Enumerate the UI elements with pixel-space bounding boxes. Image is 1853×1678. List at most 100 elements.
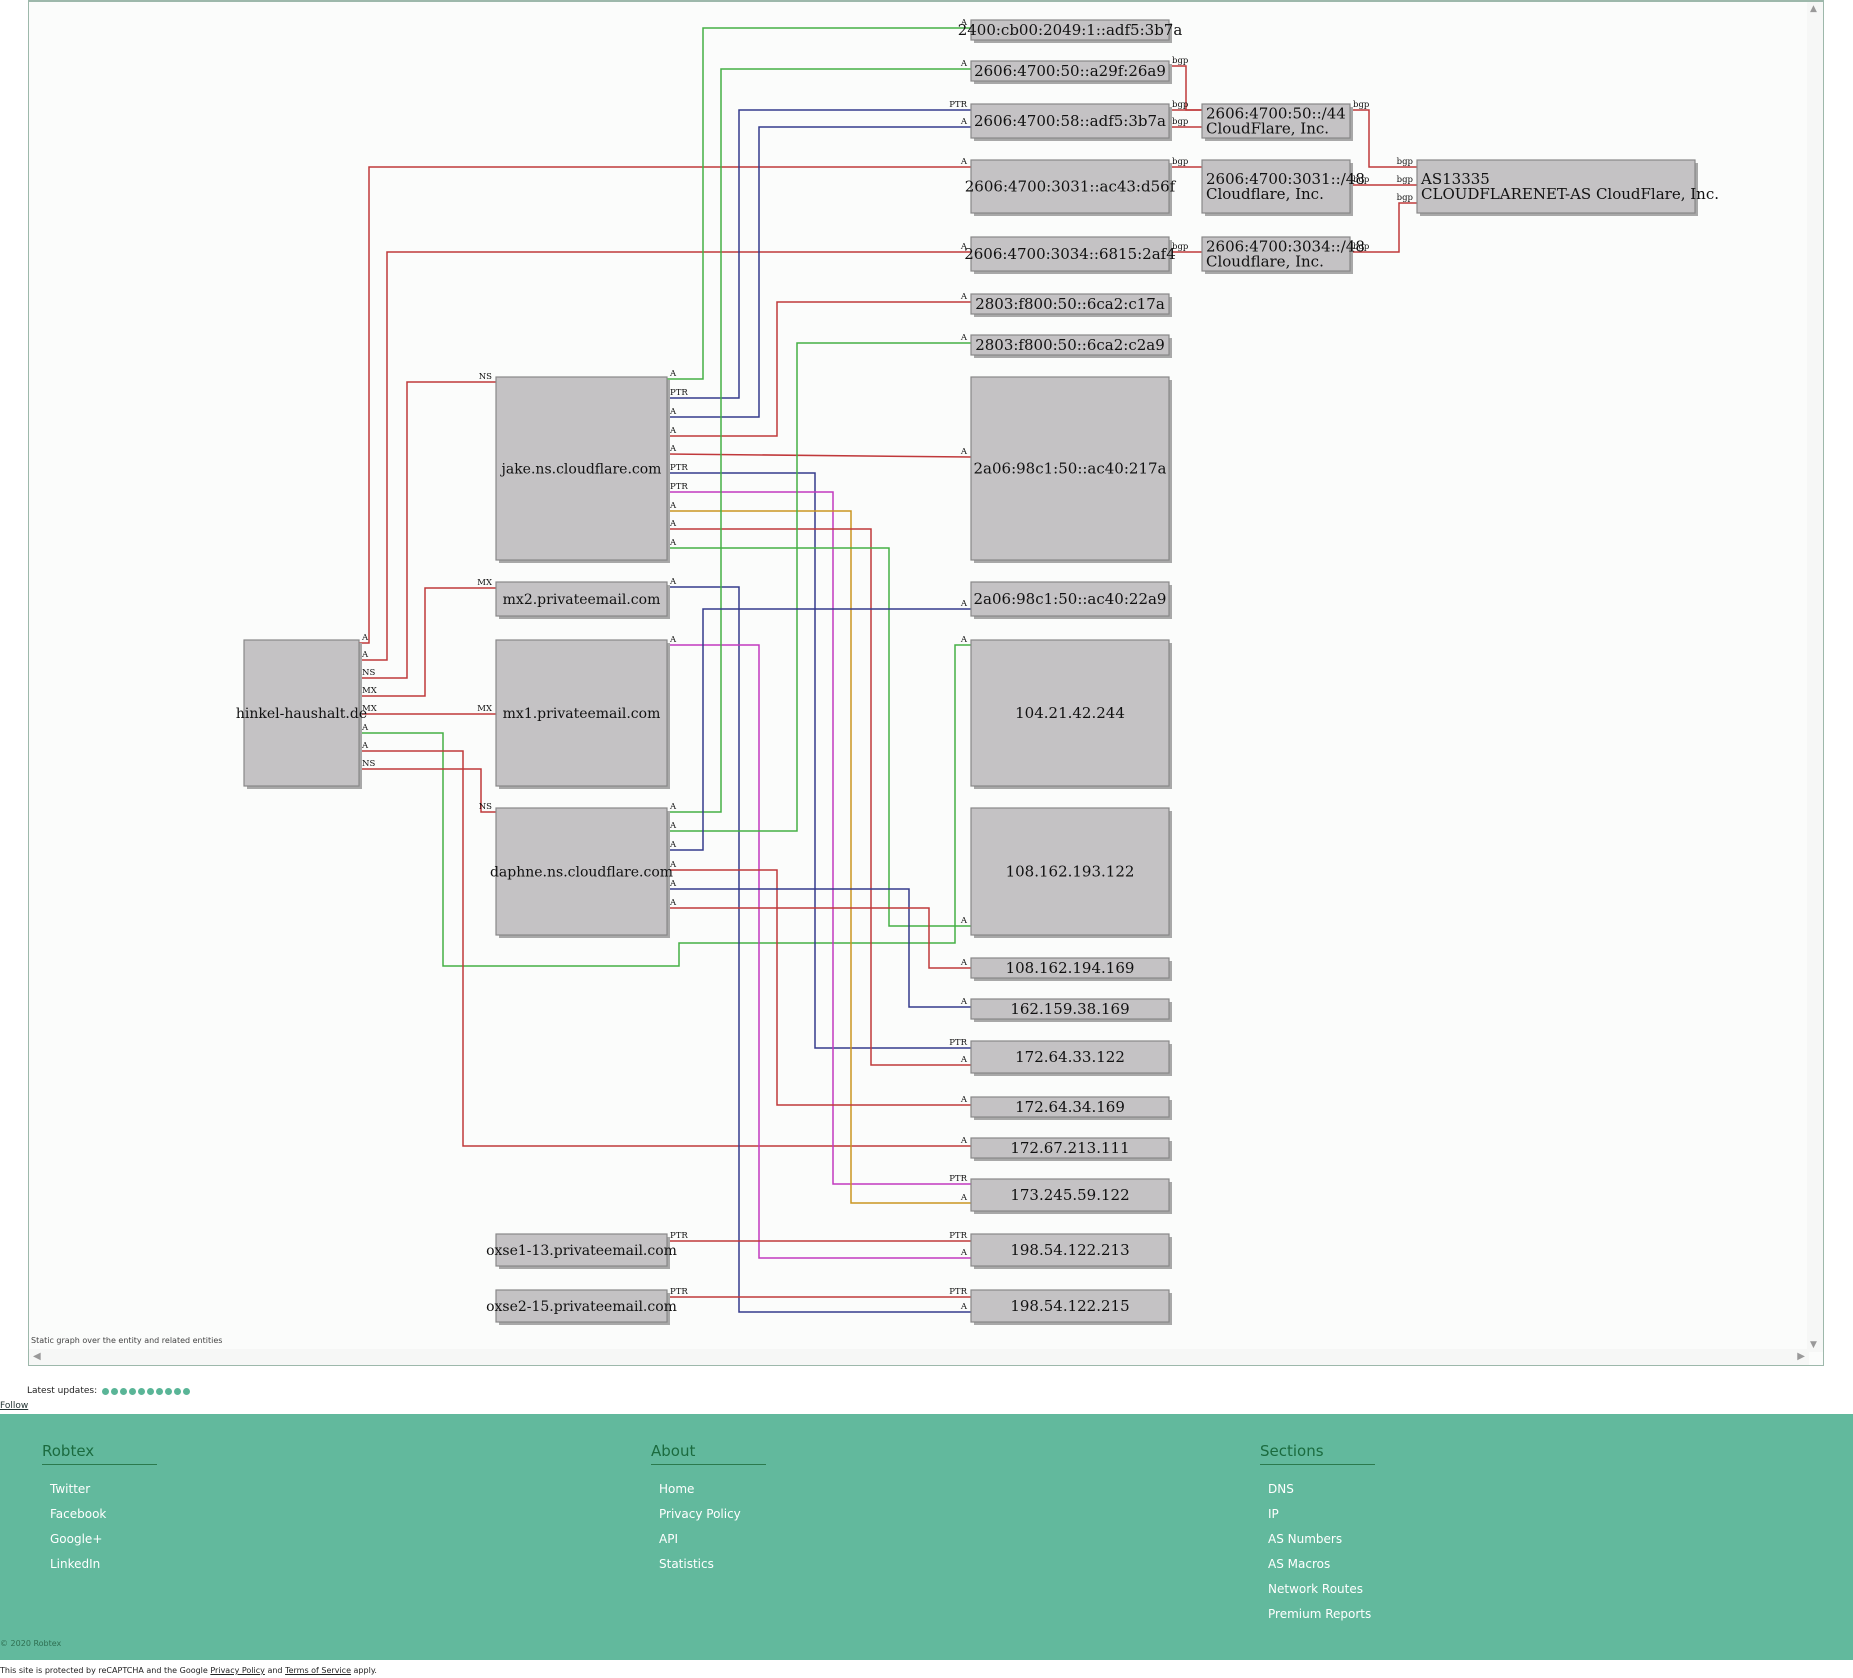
footer-link-api[interactable]: API [659, 1532, 678, 1546]
graph-node-oxse2[interactable]: oxse2-15.privateemail.com [486, 1289, 677, 1325]
node-box[interactable] [970, 807, 1170, 936]
node-box[interactable] [970, 1040, 1170, 1074]
update-dot[interactable] [147, 1387, 155, 1395]
update-dot[interactable] [165, 1387, 173, 1395]
update-dot[interactable] [183, 1387, 191, 1395]
update-dots[interactable] [102, 1387, 191, 1395]
graph-node-ip_172b[interactable]: 172.64.34.169 [970, 1096, 1172, 1120]
graph-caption: Static graph over the entity and related… [31, 1336, 223, 1345]
node-box[interactable] [970, 581, 1170, 617]
node-box[interactable] [495, 376, 668, 561]
update-dot[interactable] [120, 1387, 128, 1395]
graph-node-ip_3031[interactable]: 2606:4700:3031::ac43:d56f [965, 159, 1177, 216]
node-box[interactable] [970, 639, 1170, 787]
footer-link-facebook[interactable]: Facebook [50, 1507, 107, 1521]
graph-node-ip_58[interactable]: 2606:4700:58::adf5:3b7a [970, 103, 1172, 141]
footer-link-googleplus[interactable]: Google+ [50, 1532, 103, 1546]
graph-node-mx2[interactable]: mx2.privateemail.com [495, 581, 670, 619]
node-box[interactable] [970, 19, 1170, 41]
node-box[interactable] [970, 334, 1170, 356]
node-box[interactable] [970, 1096, 1170, 1118]
node-box[interactable] [970, 1178, 1170, 1212]
scroll-up-icon[interactable]: ▲ [1810, 4, 1817, 14]
graph-node-ip_108a[interactable]: 108.162.193.122 [970, 807, 1172, 938]
vertical-scrollbar[interactable]: ▲ ▼ [1807, 2, 1823, 1352]
update-dot[interactable] [129, 1387, 137, 1395]
node-box[interactable] [1416, 159, 1696, 214]
graph-node-ip_162[interactable]: 162.159.38.169 [970, 998, 1172, 1022]
node-box[interactable] [1201, 236, 1351, 272]
scroll-right-icon[interactable]: ▶ [1797, 1351, 1805, 1362]
node-box[interactable] [970, 1289, 1170, 1323]
footer-link-dns[interactable]: DNS [1268, 1482, 1294, 1496]
footer-link-as-numbers[interactable]: AS Numbers [1268, 1532, 1343, 1546]
update-dot[interactable] [156, 1387, 164, 1395]
node-box[interactable] [495, 639, 668, 787]
graph-node-ip_172c[interactable]: 172.67.213.111 [970, 1137, 1172, 1161]
graph-node-ip_172a[interactable]: 172.64.33.122 [970, 1040, 1172, 1076]
graph-node-ip_108b[interactable]: 108.162.194.169 [970, 957, 1172, 981]
graph-node-jake[interactable]: jake.ns.cloudflare.com [495, 376, 670, 563]
graph-node-oxse1[interactable]: oxse1-13.privateemail.com [486, 1233, 677, 1269]
edge-label-source: A [669, 407, 677, 417]
node-box[interactable] [970, 376, 1170, 561]
node-box[interactable] [970, 998, 1170, 1020]
graph-node-ip_198b[interactable]: 198.54.122.215 [970, 1289, 1172, 1325]
graph-node-daphne[interactable]: daphne.ns.cloudflare.com [490, 807, 673, 938]
graph-node-ip_3034[interactable]: 2606:4700:3034::6815:2af4 [964, 236, 1176, 274]
footer-link-network-routes[interactable]: Network Routes [1268, 1582, 1364, 1596]
graph-node-ip_22a9[interactable]: 2a06:98c1:50::ac40:22a9 [970, 581, 1172, 619]
footer-link-privacy-policy[interactable]: Privacy Policy [659, 1507, 741, 1521]
node-box[interactable] [970, 1233, 1170, 1267]
footer-link-premium-reports[interactable]: Premium Reports [1268, 1607, 1372, 1621]
node-box[interactable] [970, 293, 1170, 315]
node-box[interactable] [1201, 103, 1351, 139]
footer-link-home[interactable]: Home [659, 1482, 695, 1496]
scroll-down-icon[interactable]: ▼ [1810, 1340, 1817, 1350]
graph-node-ip_104[interactable]: 104.21.42.244 [970, 639, 1172, 789]
footer-link-ip[interactable]: IP [1268, 1507, 1279, 1521]
graph-node-ip_198a[interactable]: 198.54.122.213 [970, 1233, 1172, 1269]
update-dot[interactable] [111, 1387, 119, 1395]
node-box[interactable] [495, 581, 668, 617]
graph-node-mx1[interactable]: mx1.privateemail.com [495, 639, 670, 789]
node-box[interactable] [243, 639, 360, 787]
horizontal-scrollbar[interactable]: ◀ ▶ [29, 1349, 1809, 1365]
graph-node-ip_2400[interactable]: 2400:cb00:2049:1::adf5:3b7a [958, 19, 1183, 43]
footer-link-twitter[interactable]: Twitter [50, 1482, 91, 1496]
node-box[interactable] [970, 236, 1170, 272]
node-box[interactable] [495, 1233, 668, 1267]
footer-link-as-macros[interactable]: AS Macros [1268, 1557, 1331, 1571]
node-box[interactable] [970, 957, 1170, 979]
edge-jake-ip_173 [667, 491, 971, 1185]
node-box[interactable] [495, 807, 668, 936]
node-box[interactable] [970, 159, 1170, 214]
node-box[interactable] [1201, 159, 1351, 214]
node-box[interactable] [495, 1289, 668, 1323]
recaptcha-terms-link[interactable]: Terms of Service [285, 1666, 351, 1675]
update-dot[interactable] [174, 1387, 182, 1395]
follow-link[interactable]: Follow [0, 1401, 29, 1411]
graph-node-ip_217a[interactable]: 2a06:98c1:50::ac40:217a [970, 376, 1172, 563]
graph-node-ip_2803b[interactable]: 2803:f800:50::6ca2:c2a9 [970, 334, 1172, 358]
update-dot[interactable] [138, 1387, 146, 1395]
node-box[interactable] [970, 1137, 1170, 1159]
footer-link-statistics[interactable]: Statistics [659, 1557, 714, 1571]
graph-node-hinkel[interactable]: hinkel-haushalt.de [236, 639, 367, 789]
update-dot[interactable] [102, 1387, 110, 1395]
node-box[interactable] [970, 103, 1170, 139]
node-label: 2606:4700:3034::6815:2af4 [964, 245, 1176, 263]
graph-node-ip_a29f[interactable]: 2606:4700:50::a29f:26a9 [970, 60, 1172, 84]
graph-node-ip_173[interactable]: 173.245.59.122 [970, 1178, 1172, 1214]
scroll-left-icon[interactable]: ◀ [33, 1351, 41, 1362]
recaptcha-privacy-link[interactable]: Privacy Policy [210, 1666, 265, 1675]
graph-node-ip_2803a[interactable]: 2803:f800:50::6ca2:c17a [970, 293, 1172, 317]
node-box[interactable] [970, 60, 1170, 82]
footer-link-linkedin[interactable]: LinkedIn [50, 1557, 101, 1571]
